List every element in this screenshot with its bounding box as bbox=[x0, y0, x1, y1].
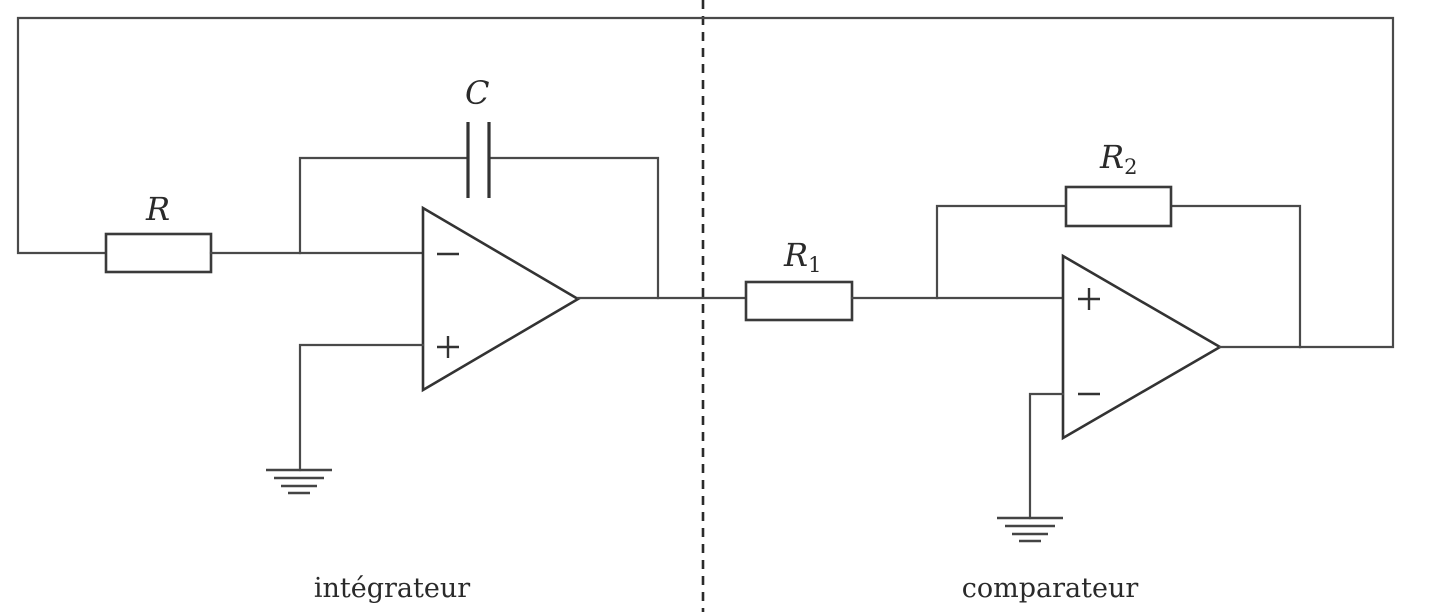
comparator-section-label: comparateur bbox=[962, 573, 1139, 604]
integrator-resistor-label: R bbox=[145, 190, 170, 228]
integrator-resistor bbox=[104, 232, 213, 274]
comparator-resistor-2-label: R2 bbox=[1099, 138, 1137, 179]
integrator-ground-icon bbox=[266, 468, 332, 495]
integrator-section-label: intégrateur bbox=[314, 573, 470, 604]
integrator-noninverting-sign bbox=[437, 336, 459, 358]
integrator-opamp bbox=[421, 205, 581, 393]
comparator-opamp bbox=[1061, 253, 1223, 441]
comparator-ground-wire bbox=[1028, 392, 1065, 520]
capacitor-right-wire bbox=[487, 156, 660, 300]
comparator-resistor-1-label: R1 bbox=[783, 236, 821, 277]
integrator-ground-wire bbox=[298, 343, 425, 472]
comparator-noninverting-sign bbox=[1078, 288, 1100, 310]
integrator-capacitor-label: C bbox=[465, 74, 489, 112]
comparator-ground-icon bbox=[997, 516, 1063, 543]
integrator-capacitor bbox=[466, 122, 491, 198]
feedback-loop-wire bbox=[16, 16, 1395, 349]
comparator-resistor-1 bbox=[744, 280, 854, 322]
r2-right-wire bbox=[1169, 204, 1302, 349]
r2-left-wire bbox=[935, 204, 1068, 300]
comparator-resistor-2 bbox=[1064, 185, 1173, 228]
capacitor-left-wire bbox=[298, 156, 470, 255]
